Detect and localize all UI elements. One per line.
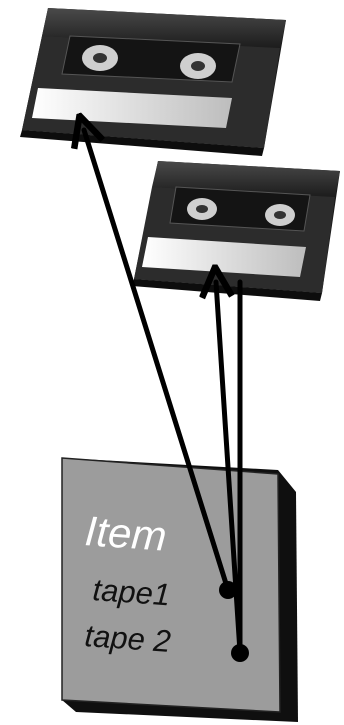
item-card: Item tape1 tape 2 (62, 458, 298, 722)
tape-1 (20, 8, 286, 156)
item-title: Item (83, 507, 168, 560)
tape-2 (132, 161, 340, 301)
pointer-dot-tape2 (231, 644, 249, 662)
vhs-cassette-icon (132, 161, 340, 301)
field-tape1: tape1 (92, 572, 172, 612)
pointer-dot-tape1 (219, 581, 237, 599)
field-tape2: tape 2 (84, 618, 172, 659)
vhs-cassette-icon (20, 8, 286, 156)
